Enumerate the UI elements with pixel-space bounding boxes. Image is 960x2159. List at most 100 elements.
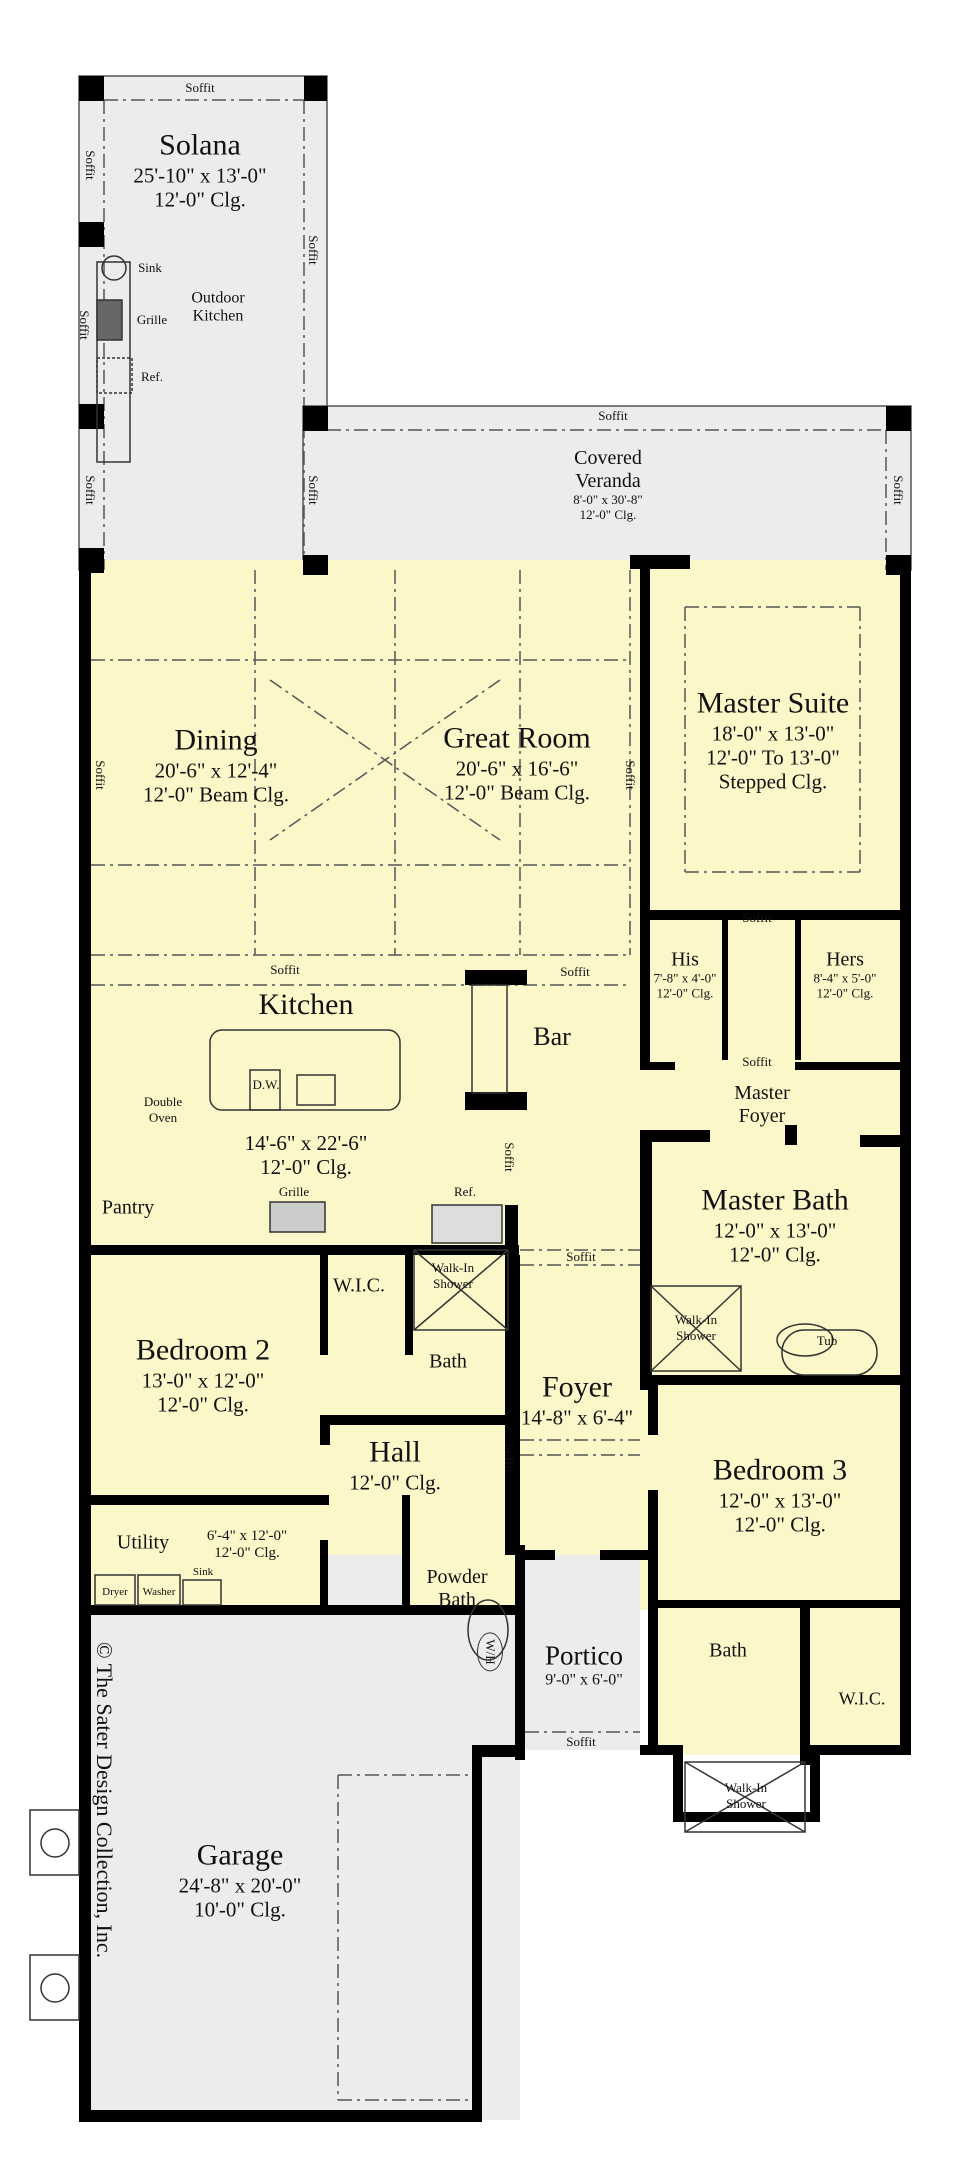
master-shower-label: Walk-In Shower — [674, 1312, 718, 1343]
room-master-foyer: Master Foyer — [727, 1082, 797, 1128]
grille-label: Grille — [136, 312, 168, 327]
soffit-label: Soffit — [742, 910, 772, 925]
soffit-label: Soffit — [566, 1249, 596, 1264]
soffit-label: Soffit — [623, 760, 638, 790]
room-name: Kitchen — [258, 987, 354, 1021]
dryer-label: Dryer — [102, 1586, 128, 1598]
room-dining: Dining 20'-6" x 12'-4" 12'-0" Beam Clg. — [143, 724, 289, 807]
room-dims: 8'-4" x 5'-0" — [813, 970, 877, 986]
room-ceiling: 12'-0" To 13'-0" — [706, 745, 840, 770]
room-garage: Garage 24'-8" x 20'-0" 10'-0" Clg. — [179, 1839, 302, 1922]
room-ceiling: 12'-0" Clg. — [214, 1545, 280, 1561]
room-bar: Bar — [533, 1022, 571, 1052]
water-heater-label: W/H — [477, 1632, 503, 1672]
room-dims: 20'-6" x 16'-6" — [455, 756, 579, 781]
room-ceiling: 12'-0" Clg. — [579, 507, 637, 522]
room-ceiling: 12'-0" Clg. — [656, 985, 714, 1001]
room-ceiling: 12'-0" Clg. — [729, 1242, 821, 1267]
soffit-label: Soffit — [306, 235, 321, 265]
room-solana: Solana 25'-10" x 13'-0" 12'-0" Clg. — [133, 129, 266, 212]
room-wic-2: W.I.C. — [333, 1275, 385, 1298]
room-pantry: Pantry — [102, 1197, 154, 1220]
room-name: Foyer — [541, 1370, 612, 1404]
room-ceiling: 12'-0" Beam Clg. — [444, 780, 590, 805]
veranda-floor — [302, 405, 912, 571]
room-name: Great Room — [443, 721, 591, 755]
soffit-label: Soffit — [77, 310, 92, 340]
room-ceiling: 12'-0" Clg. — [260, 1155, 352, 1179]
soffit-label: Soffit — [560, 964, 590, 979]
garage-floor — [85, 1615, 520, 2120]
soffit-label: Soffit — [83, 150, 98, 180]
room-ceiling: 12'-0" Clg. — [349, 1470, 441, 1495]
room-dims: 6'-4" x 12'-0" — [206, 1527, 288, 1544]
room-name: Bedroom 3 — [712, 1453, 848, 1487]
room-ceiling: 12'-0" Clg. — [816, 985, 874, 1001]
washer-label: Washer — [142, 1586, 176, 1598]
room-master-suite: Master Suite 18'-0" x 13'-0" 12'-0" To 1… — [697, 687, 849, 794]
room-name: W.I.C. — [838, 1688, 886, 1709]
room-utility: Utility — [117, 1532, 169, 1555]
house-floor — [85, 560, 905, 1610]
room-his-closet: His 7'-8" x 4'-0" 12'-0" Clg. — [654, 949, 717, 1002]
room-name: Bedroom 2 — [135, 1333, 271, 1367]
soffit-label: Soffit — [566, 1734, 596, 1749]
bath3-floor — [650, 1605, 905, 1755]
room-dims: 20'-6" x 12'-4" — [154, 758, 278, 783]
soffit-label: Soffit — [742, 1054, 772, 1069]
room-name: Outdoor Kitchen — [191, 289, 245, 325]
room-dims: 12'-0" x 13'-0" — [713, 1218, 837, 1243]
room-dims: 18'-0" x 13'-0" — [711, 721, 835, 746]
room-ceiling: 12'-0" Clg. — [157, 1392, 249, 1417]
copyright-text: © The Sater Design Collection, Inc. — [92, 1641, 117, 1959]
room-hall: Hall 12'-0" Clg. — [349, 1436, 441, 1495]
ref-label: Ref. — [453, 1184, 477, 1199]
soffit-label: Soffit — [502, 1142, 517, 1172]
room-ceiling: 12'-0" Beam Clg. — [143, 782, 289, 807]
room-name: His — [671, 948, 699, 971]
room-name: Hall — [369, 1435, 421, 1469]
shower-3-label: Walk-In Shower — [724, 1780, 768, 1811]
room-name: Bath — [429, 1350, 467, 1373]
utility-dims: 6'-4" x 12'-0" 12'-0" Clg. — [207, 1528, 287, 1563]
room-kitchen: Kitchen — [259, 988, 354, 1023]
soffit-label: Soffit — [270, 962, 300, 977]
ref-label: Ref. — [140, 369, 164, 384]
soffit-label: Soffit — [502, 1443, 517, 1473]
sink-label: Sink — [192, 1566, 214, 1578]
room-master-bath: Master Bath 12'-0" x 13'-0" 12'-0" Clg. — [701, 1184, 848, 1267]
soffit-label: Soffit — [93, 760, 108, 790]
room-name: Portico — [545, 1640, 623, 1671]
room-name: Hers — [826, 948, 864, 971]
room-dims: 9'-0" x 6'-0" — [545, 1671, 623, 1689]
room-dims: 14'-8" x 6'-4" — [520, 1405, 634, 1430]
room-bath-2: Bath — [429, 1351, 467, 1374]
room-bath-3: Bath — [709, 1640, 747, 1663]
soffit-label: Soffit — [185, 80, 215, 95]
room-foyer: Foyer 14'-8" x 6'-4" — [521, 1371, 633, 1430]
room-dims: 8'-0" x 30'-8" — [573, 492, 643, 508]
room-name: Master Bath — [701, 1183, 849, 1217]
dishwasher-label: D.W. — [252, 1077, 280, 1092]
room-wic-3: W.I.C. — [839, 1689, 886, 1710]
soffit-label: Soffit — [891, 475, 906, 505]
room-outdoor-kitchen: Outdoor Kitchen — [183, 290, 253, 327]
room-dims: 14'-6" x 22'-6" — [244, 1130, 368, 1155]
room-dims: 25'-10" x 13'-0" — [133, 163, 267, 188]
room-name: W.I.C. — [332, 1274, 386, 1297]
room-name: Pantry — [101, 1196, 155, 1219]
sink-label: Sink — [138, 260, 162, 275]
kitchen-dims: 14'-6" x 22'-6" 12'-0" Clg. — [245, 1131, 368, 1179]
room-name: Bath — [709, 1639, 747, 1662]
room-great-room: Great Room 20'-6" x 16'-6" 12'-0" Beam C… — [443, 722, 590, 805]
room-ceiling: 10'-0" Clg. — [194, 1897, 286, 1922]
room-name: Master Foyer — [734, 1082, 790, 1127]
room-ceiling: 12'-0" Clg. — [734, 1512, 826, 1537]
room-name: Bar — [533, 1022, 571, 1052]
soffit-label: Soffit — [83, 475, 98, 505]
soffit-label: Soffit — [598, 408, 628, 423]
room-hers-closet: Hers 8'-4" x 5'-0" 12'-0" Clg. — [814, 949, 877, 1002]
room-bedroom-3: Bedroom 3 12'-0" x 13'-0" 12'-0" Clg. — [713, 1454, 847, 1537]
room-powder-bath: Powder Bath — [417, 1566, 497, 1612]
